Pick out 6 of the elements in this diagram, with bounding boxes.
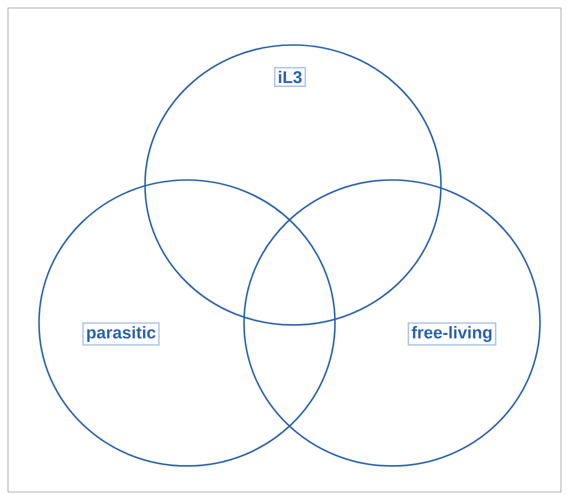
venn-circle — [144, 44, 442, 326]
label-box: free-living — [408, 322, 496, 346]
label-box: parasitic — [82, 322, 160, 346]
venn-circle — [243, 179, 541, 467]
venn-circle — [38, 179, 336, 467]
label-box: iL3 — [274, 67, 306, 87]
